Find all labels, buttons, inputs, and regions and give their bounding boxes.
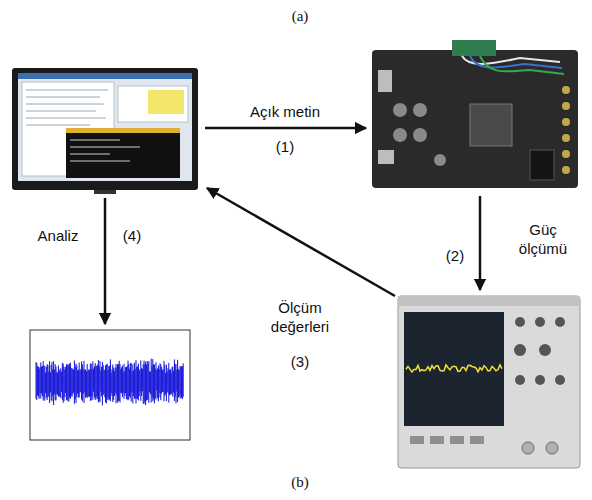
callout-number: (4): [123, 227, 141, 246]
arrow-label: Güç ölçümü: [508, 221, 578, 259]
flow-arrow: [207, 188, 395, 296]
callout-number: (1): [276, 138, 294, 157]
arrow-label: Analiz: [38, 227, 79, 246]
flow-arrow: [479, 196, 482, 290]
flow-arrow: [205, 127, 366, 130]
fpga-board: [372, 40, 578, 188]
callout-number: (2): [446, 247, 464, 266]
panel-label: (a): [292, 7, 309, 26]
analysis-plot: [30, 330, 190, 440]
callout-number: (3): [291, 353, 309, 372]
arrow-label: Ölçüm değerleri: [258, 299, 342, 337]
panel-label: (b): [291, 473, 309, 492]
flow-arrow: [104, 198, 107, 324]
arrow-label: Açık metin: [250, 103, 320, 122]
oscilloscope: [398, 296, 580, 468]
computer-monitor: [12, 68, 198, 194]
